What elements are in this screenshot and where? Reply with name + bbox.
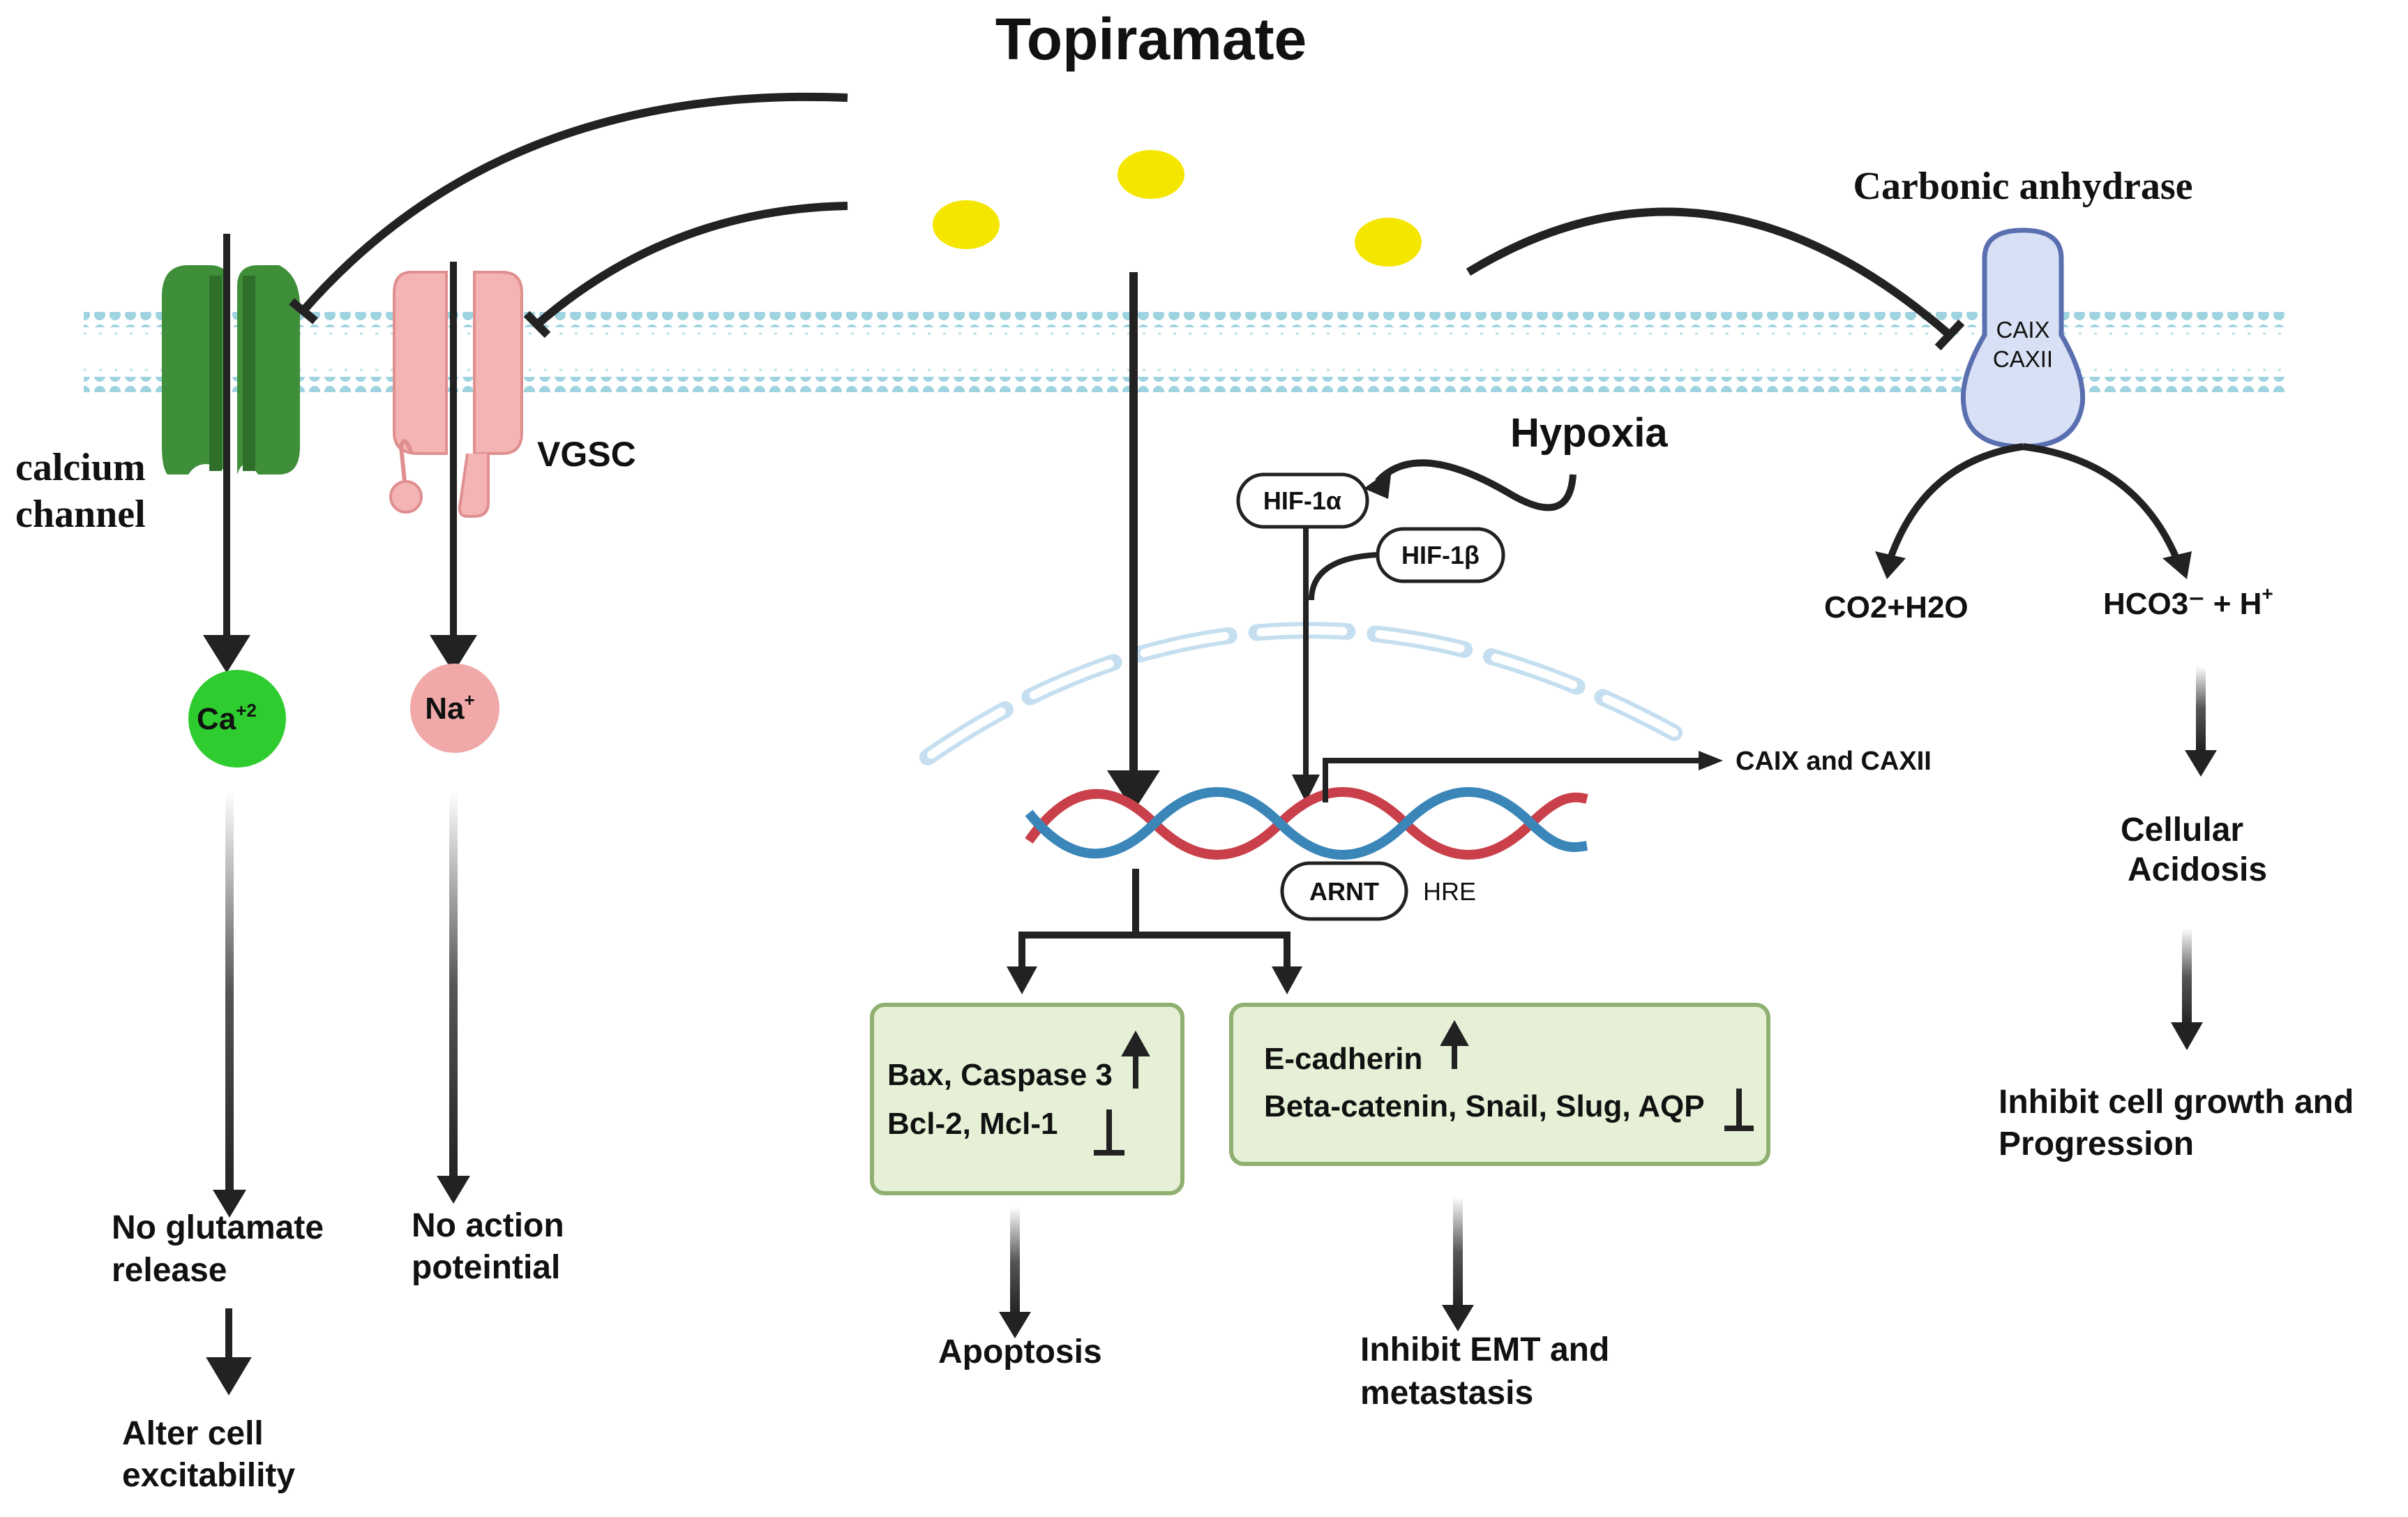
no-action-text-1: No action <box>412 1207 564 1244</box>
svg-text:E-cadherin: E-cadherin <box>1264 1042 1422 1076</box>
cell-membrane <box>84 312 2288 392</box>
topiramate-molecule <box>933 200 1000 249</box>
hre-label: HRE <box>1423 877 1476 906</box>
calcium-channel <box>162 265 300 474</box>
alter-cell-text-2: excitability <box>122 1457 295 1494</box>
transcription-arrow <box>1323 758 1702 802</box>
fading-arrows <box>213 792 470 1218</box>
caix-label: CAIX <box>1996 317 2049 343</box>
co2-h2o-label: CO2+H2O <box>1824 590 1969 625</box>
hypoxia-label: Hypoxia <box>1510 410 1668 456</box>
svg-text:HIF-1α: HIF-1α <box>1263 486 1341 515</box>
arnt-pill: ARNT <box>1280 861 1408 921</box>
no-glutamate-text-1: No glutamate <box>112 1209 324 1246</box>
inhibit-emt-text-2: metastasis <box>1360 1375 1533 1412</box>
svg-text:Na+: Na+ <box>425 689 474 726</box>
svg-text:HIF-1β: HIF-1β <box>1401 541 1480 569</box>
alter-cell-text-1: Alter cell <box>122 1415 264 1452</box>
apoptosis-markers-box: Bax, Caspase 3 Bcl-2, Mcl-1 <box>870 1003 1184 1195</box>
svg-text:Bcl-2, Mcl-1: Bcl-2, Mcl-1 <box>887 1107 1058 1141</box>
emt-markers-box: E-cadherin Beta-catenin, Snail, Slug, AQ… <box>1229 1003 1770 1166</box>
cellular-acidosis-text-1: Cellular <box>2121 812 2243 849</box>
inhibit-growth-text-2: Progression <box>1999 1126 2194 1163</box>
glutamate-arrow <box>206 1308 252 1396</box>
calcium-ion: Ca+2 <box>188 670 286 768</box>
vgsc-label: VGSC <box>537 435 636 474</box>
drug-to-dna-arrow <box>1107 272 1160 812</box>
svg-text:Ca+2: Ca+2 <box>197 700 257 736</box>
calcium-channel-label-1: calcium <box>15 446 146 489</box>
sodium-ion: Na+ <box>410 664 499 753</box>
hif1b-pill: HIF-1β <box>1376 527 1505 583</box>
calcium-channel-label-2: channel <box>15 493 146 536</box>
hco3-label: HCO3⁻ + H+ <box>2103 583 2273 621</box>
title: Topiramate <box>995 6 1307 72</box>
carbonic-anhydrase-label: Carbonic anhydrase <box>1853 165 2193 208</box>
no-action-text-2: poteintial <box>412 1249 560 1286</box>
hif-arrows <box>1303 527 1378 778</box>
inhibit-emt-text-1: Inhibit EMT and <box>1360 1331 1609 1368</box>
dna-helix <box>1025 787 1588 860</box>
reaction-arcs <box>1887 443 2180 560</box>
cellular-acidosis-text-2: Acidosis <box>2128 851 2267 888</box>
topiramate-molecule <box>1355 218 1422 267</box>
no-glutamate-text-2: release <box>112 1252 227 1289</box>
carbonic-anhydrase-enzyme: CAIX CAXII <box>1960 227 2086 449</box>
vgsc-channel <box>389 271 523 518</box>
inhibition-arcs <box>289 92 1965 351</box>
hif1a-pill: HIF-1α <box>1236 472 1369 529</box>
branch-arrows <box>1018 869 1290 970</box>
apoptosis-outcome: Apoptosis <box>938 1333 1102 1370</box>
topiramate-molecule <box>1118 150 1184 199</box>
svg-text:ARNT: ARNT <box>1309 877 1379 906</box>
inhibit-growth-text-1: Inhibit cell growth and <box>1999 1084 2354 1121</box>
caxii-label: CAXII <box>1993 346 2053 372</box>
svg-text:Beta-catenin, Snail, Slug, AQP: Beta-catenin, Snail, Slug, AQP <box>1264 1089 1705 1123</box>
channel-arrows <box>202 234 478 673</box>
hypoxia-arrow <box>1375 459 1577 511</box>
caix-caxii-text: CAIX and CAXII <box>1736 747 1932 776</box>
svg-text:Bax, Caspase 3: Bax, Caspase 3 <box>887 1058 1113 1092</box>
